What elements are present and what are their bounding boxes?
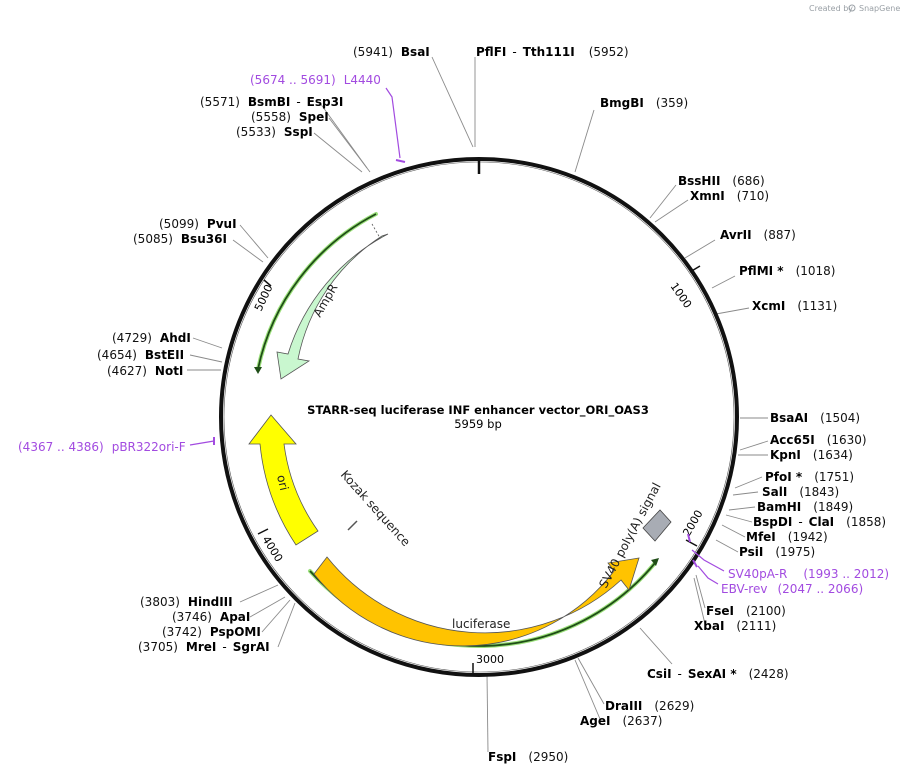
tick-5000	[263, 279, 272, 287]
enzyme-label-bspdi-clai[interactable]: BspDI-ClaI(1858)	[753, 515, 886, 529]
enzyme-label-bsteii[interactable]: (4654)BstEII	[97, 348, 184, 362]
enzyme-label-avrii[interactable]: AvrII(887)	[720, 228, 796, 242]
enzyme-label-apai[interactable]: (3746)ApaI	[172, 610, 250, 624]
snapgene-logo-icon	[848, 4, 856, 12]
primer-lead-l4440	[385, 87, 401, 159]
enzyme-label-csii-sexai[interactable]: CsiI-SexAI *(2428)	[647, 667, 789, 681]
enzyme-label-agei[interactable]: AgeI(2637)	[580, 714, 662, 728]
tick-label-3000: 3000	[476, 653, 504, 666]
primer-lead-sv40pa-r	[691, 549, 725, 572]
kozak-mark	[347, 520, 358, 531]
brand-logo-text: SnapGene	[859, 4, 900, 13]
enzyme-label-spei[interactable]: (5558)SpeI	[251, 110, 329, 124]
primer-lead-pbr322	[189, 440, 215, 446]
enzyme-label-sali[interactable]: SalI(1843)	[762, 485, 839, 499]
snapgene-brand: Created by SnapGene	[809, 4, 900, 13]
primer-mark-l4440	[395, 159, 406, 163]
tick-label-2000: 2000	[680, 508, 705, 539]
enzyme-label-sspi[interactable]: (5533)SspI	[236, 125, 313, 139]
ori-arrow	[248, 414, 319, 546]
tick-4000	[257, 528, 269, 535]
enzyme-label-psii[interactable]: PsiI(1975)	[739, 545, 815, 559]
primer-label-l4440[interactable]: (5674 .. 5691)L4440	[250, 73, 381, 87]
primer-label-sv40pa-r[interactable]: SV40pA-R(1993 .. 2012)	[728, 567, 889, 581]
primer-lead-ebv-rev	[697, 565, 719, 585]
enzyme-label-bsshii[interactable]: BssHII(686)	[678, 174, 765, 188]
enzyme-label-bsaai[interactable]: BsaAI(1504)	[770, 411, 860, 425]
primer-label-ebv-rev[interactable]: EBV-rev(2047 .. 2066)	[721, 582, 863, 596]
luciferase-label: luciferase	[452, 617, 510, 631]
enzyme-label-xcmi[interactable]: XcmI(1131)	[752, 299, 837, 313]
enzyme-label-xmni[interactable]: XmnI(710)	[690, 189, 769, 203]
luciferase-arrow	[313, 556, 640, 647]
enzyme-labels: (5941)BsaI PflFI-Tth111I(5952) BmgBI(359…	[97, 45, 886, 764]
ampr-arrow	[276, 233, 389, 380]
primer-mark-sv40pa-r	[687, 533, 691, 543]
enzyme-label-bsmbi-esp3i[interactable]: (5571)BsmBI-Esp3I	[200, 95, 343, 109]
brand-created-by: Created by	[809, 4, 853, 13]
plasmid-name: STARR-seq luciferase INF enhancer vector…	[307, 403, 649, 418]
feature-kozak[interactable]: Kozak sequence	[338, 468, 413, 549]
sv40-polya-box	[642, 509, 672, 542]
enzyme-label-ahdi[interactable]: (4729)AhdI	[112, 331, 191, 345]
enzyme-label-bamhi[interactable]: BamHI(1849)	[757, 500, 853, 514]
feature-ampr[interactable]: AmpR	[254, 212, 389, 380]
ampr-strand-arrow	[254, 367, 262, 374]
enzyme-label-pflmi[interactable]: PflMI *(1018)	[739, 264, 835, 278]
tick-label-1000: 1000	[668, 280, 695, 310]
tick-2000	[685, 539, 698, 547]
ori-label: ori	[274, 474, 291, 492]
enzyme-label-xbai[interactable]: XbaI(2111)	[694, 619, 776, 633]
ampr-strand	[257, 213, 377, 370]
primer-markers	[189, 87, 725, 585]
enzyme-label-bsu36i[interactable]: (5085)Bsu36I	[133, 232, 227, 246]
enzyme-label-bsai[interactable]: (5941)BsaI	[353, 45, 430, 59]
ampr-dashed-mark	[371, 223, 381, 239]
enzyme-label-acc65i[interactable]: Acc65I(1630)	[770, 433, 867, 447]
enzyme-label-pflfi-tth111i[interactable]: PflFI-Tth111I(5952)	[476, 45, 629, 59]
luciferase-strand-arrow	[651, 558, 659, 566]
kozak-label: Kozak sequence	[338, 468, 413, 549]
position-ticks: 1000 2000 3000 4000 5000	[252, 265, 706, 675]
feature-ori[interactable]: ori	[248, 414, 319, 546]
primer-label-pbr322ori-f[interactable]: (4367 .. 4386)pBR322ori-F	[18, 440, 186, 454]
feature-luciferase[interactable]: luciferase	[308, 556, 659, 648]
enzyme-label-pspomi[interactable]: (3742)PspOMI	[162, 625, 261, 639]
enzyme-label-fsei[interactable]: FseI(2100)	[706, 604, 786, 618]
enzyme-label-noti[interactable]: (4627)NotI	[107, 364, 183, 378]
primer-labels: (5674 .. 5691)L4440 SV40pA-R(1993 .. 201…	[18, 73, 889, 596]
enzyme-label-fspi[interactable]: FspI(2950)	[488, 750, 568, 764]
enzyme-label-draiii[interactable]: DraIII(2629)	[605, 699, 694, 713]
enzyme-label-pvui[interactable]: (5099)PvuI	[159, 217, 237, 231]
enzyme-label-kpni[interactable]: KpnI(1634)	[770, 448, 853, 462]
enzyme-label-mfei[interactable]: MfeI(1942)	[746, 530, 828, 544]
plasmid-title-block: STARR-seq luciferase INF enhancer vector…	[307, 403, 649, 431]
leader-lines	[187, 56, 769, 753]
enzyme-label-mrei-sgrai[interactable]: (3705)MreI-SgrAI	[138, 640, 270, 654]
enzyme-label-hindiii[interactable]: (3803)HindIII	[140, 595, 233, 609]
tick-1000	[689, 265, 701, 273]
enzyme-label-pfoi[interactable]: PfoI *(1751)	[765, 470, 854, 484]
plasmid-size: 5959 bp	[454, 417, 502, 431]
ampr-halo	[256, 212, 378, 371]
primer-mark-ebv-rev	[692, 559, 698, 568]
enzyme-label-bmgbi[interactable]: BmgBI(359)	[600, 96, 688, 110]
